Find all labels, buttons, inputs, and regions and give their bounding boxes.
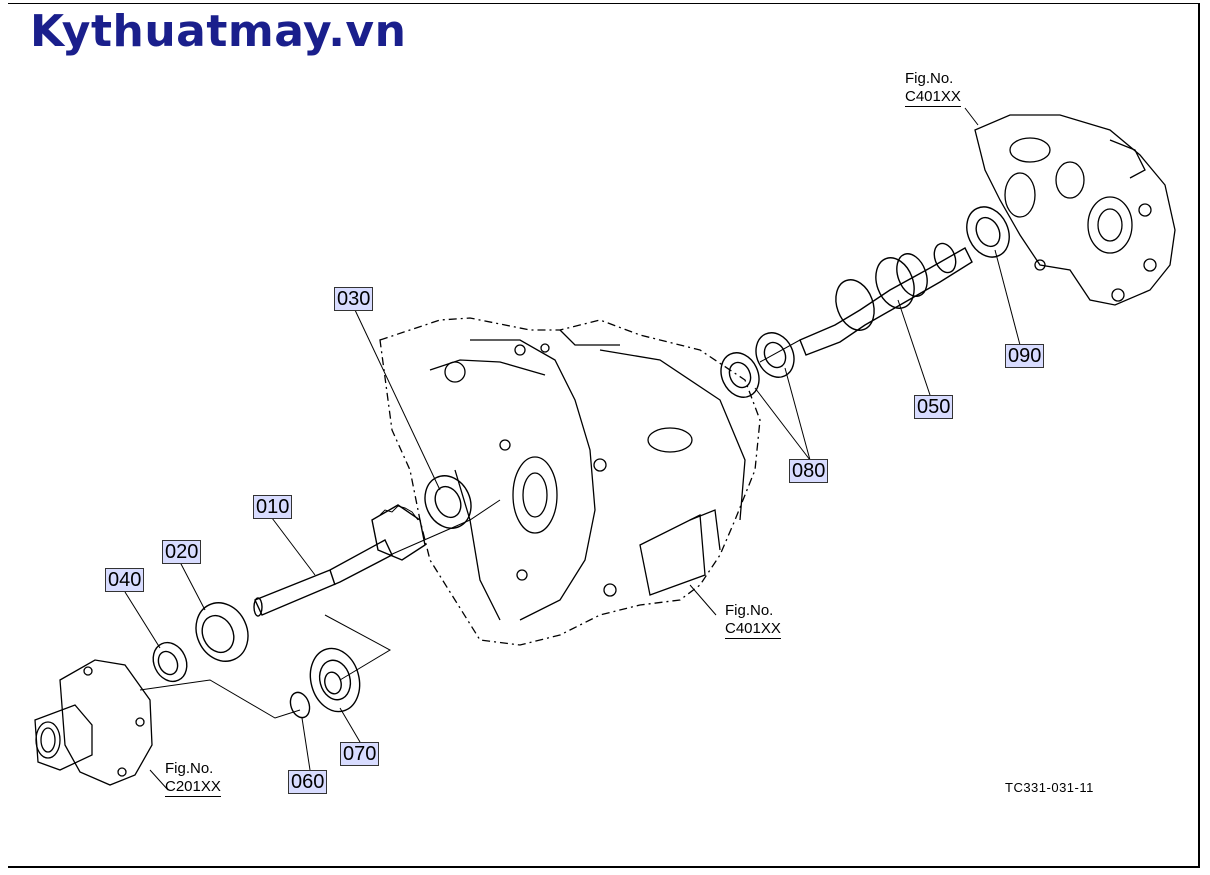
rear-cover — [974, 114, 1176, 306]
part-callout-070[interactable]: 070 — [340, 742, 380, 766]
fig-ref-code: C201XX — [165, 778, 221, 797]
drawing-number: TC331-031-11 — [1005, 780, 1094, 795]
leader-lines — [124, 107, 1021, 791]
part-callout-050[interactable]: 050 — [914, 395, 954, 419]
fig-ref-top-right[interactable]: Fig.No. C401XX — [905, 70, 961, 107]
part-callout-040[interactable]: 040 — [105, 568, 145, 592]
site-logo: Kythuatmay.vn — [30, 6, 407, 57]
part-callout-020[interactable]: 020 — [162, 540, 202, 564]
part-callout-090[interactable]: 090 — [1005, 344, 1045, 368]
front-cover — [34, 659, 153, 786]
assembly-lines — [139, 339, 801, 719]
seal-040 — [152, 641, 188, 683]
transmission-housing — [379, 317, 761, 646]
fig-ref-label: Fig.No. — [905, 70, 954, 87]
bearing-030 — [424, 475, 472, 529]
fig-ref-bottom-left[interactable]: Fig.No. C201XX — [165, 760, 221, 797]
shaft-050 — [799, 242, 973, 356]
shaft-010 — [253, 504, 426, 617]
part-callout-080[interactable]: 080 — [789, 459, 829, 483]
snap-ring-060 — [289, 691, 311, 719]
bearing-020 — [195, 602, 249, 662]
part-callout-030[interactable]: 030 — [334, 287, 374, 311]
fig-ref-label: Fig.No. — [165, 760, 214, 777]
part-callout-060[interactable]: 060 — [288, 770, 328, 794]
fig-ref-code: C401XX — [725, 620, 781, 639]
fig-ref-middle[interactable]: Fig.No. C401XX — [725, 602, 781, 639]
part-callout-010[interactable]: 010 — [253, 495, 293, 519]
bearing-090 — [966, 206, 1010, 258]
gear-070 — [309, 647, 361, 713]
fig-ref-code: C401XX — [905, 88, 961, 107]
diagram-frame — [8, 3, 1200, 868]
fig-ref-label: Fig.No. — [725, 602, 774, 619]
